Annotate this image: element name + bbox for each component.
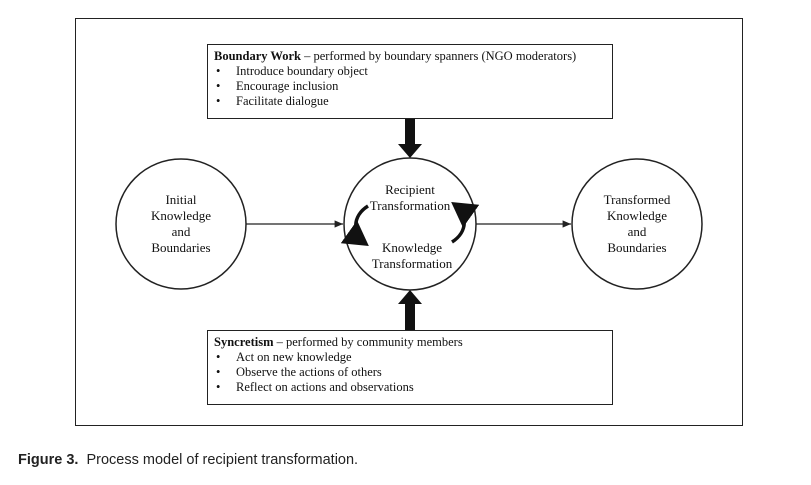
circle-line: Knowledge (607, 208, 667, 223)
knowledge-transformation-label: Knowledge Transformation (352, 240, 472, 272)
cycle-arrow-right-icon (450, 201, 480, 244)
boundary-work-box: Boundary Work – performed by boundary sp… (207, 44, 613, 119)
right-circle (571, 158, 703, 290)
cycle-arrow-left-icon (340, 204, 370, 247)
figure-caption-label: Figure 3. (18, 452, 79, 468)
transformed-knowledge-label: Transformed Knowledge and Boundaries (577, 192, 697, 256)
list-item: Facilitate dialogue (214, 94, 606, 109)
figure-caption: Figure 3. Process model of recipient tra… (18, 452, 358, 468)
thick-up-arrow (398, 290, 422, 330)
syncretism-list: Act on new knowledge Observe the actions… (214, 350, 606, 395)
circle-line: Boundaries (607, 240, 667, 255)
circle-line: Initial (165, 192, 197, 207)
circle-line: Transformation (369, 198, 451, 213)
boundary-work-list: Introduce boundary object Encourage incl… (214, 64, 606, 109)
circle-line: Transformed (603, 192, 671, 207)
figure-caption-text: Process model of recipient transformatio… (78, 452, 359, 468)
syncretism-heading: Syncretism – performed by community memb… (214, 335, 606, 350)
boundary-work-title: Boundary Work (214, 49, 301, 63)
list-item: Observe the actions of others (214, 365, 606, 380)
circle-line: Recipient (385, 182, 435, 197)
boundary-work-subtitle: – performed by boundary spanners (NGO mo… (300, 49, 577, 63)
circle-line: Knowledge (382, 240, 442, 255)
recipient-transformation-label: Recipient Transformation (350, 182, 470, 214)
circle-line: Transformation (371, 256, 453, 271)
list-item: Reflect on actions and observations (214, 380, 606, 395)
figure-frame (75, 18, 743, 426)
circle-line: and (171, 224, 191, 239)
syncretism-box: Syncretism – performed by community memb… (207, 330, 613, 405)
syncretism-subtitle: – performed by community members (273, 335, 463, 349)
syncretism-title: Syncretism (214, 335, 274, 349)
circle-line: Knowledge (151, 208, 211, 223)
list-item: Introduce boundary object (214, 64, 606, 79)
boundary-work-heading: Boundary Work – performed by boundary sp… (214, 49, 606, 64)
circle-line: Boundaries (151, 240, 211, 255)
list-item: Act on new knowledge (214, 350, 606, 365)
initial-knowledge-label: Initial Knowledge and Boundaries (121, 192, 241, 256)
circle-line: and (627, 224, 647, 239)
thick-down-arrow (398, 119, 422, 158)
list-item: Encourage inclusion (214, 79, 606, 94)
